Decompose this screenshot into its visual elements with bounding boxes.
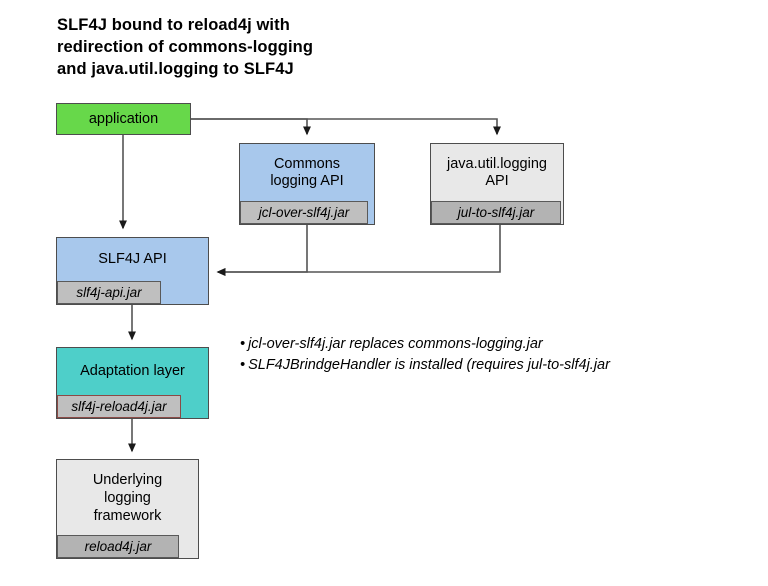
node-adaptation-layer-label: Adaptation layer bbox=[80, 363, 185, 379]
node-application[interactable]: application bbox=[56, 103, 191, 135]
arrow-application-to-commons bbox=[191, 118, 311, 136]
bullet-icon: • bbox=[240, 336, 246, 352]
jar-slf4j-reload4j: slf4j-reload4j.jar bbox=[57, 395, 181, 418]
note-item: •SLF4JBrindgeHandler is installed (requi… bbox=[240, 355, 768, 376]
arrow-commons-to-slf4j bbox=[216, 225, 308, 276]
node-slf4j-api[interactable]: SLF4J API slf4j-api.jar bbox=[56, 237, 209, 305]
arrow-jul-to-slf4j bbox=[216, 225, 501, 276]
node-slf4j-api-label: SLF4J API bbox=[98, 251, 167, 267]
node-underlying-logging-framework[interactable]: Underlying logging framework reload4j.ja… bbox=[56, 459, 199, 559]
note-item-text: jcl-over-slf4j.jar replaces commons-logg… bbox=[248, 336, 543, 352]
node-commons-logging-api-label: Commons logging API bbox=[270, 155, 344, 189]
note-item: •jcl-over-slf4j.jar replaces commons-log… bbox=[240, 334, 768, 355]
bullet-icon: • bbox=[240, 357, 246, 373]
jar-slf4j-api: slf4j-api.jar bbox=[57, 281, 161, 304]
notes-list: •jcl-over-slf4j.jar replaces commons-log… bbox=[240, 334, 768, 376]
arrow-application-to-jul bbox=[191, 118, 501, 136]
node-underlying-logging-framework-label: Underlying logging framework bbox=[92, 471, 163, 524]
node-java-util-logging-api[interactable]: java.util.logging API jul-to-slf4j.jar bbox=[430, 143, 564, 225]
jar-reload4j: reload4j.jar bbox=[57, 535, 179, 558]
node-application-label: application bbox=[88, 110, 159, 127]
node-java-util-logging-api-label: java.util.logging API bbox=[447, 155, 547, 189]
jar-jul-to-slf4j: jul-to-slf4j.jar bbox=[431, 201, 561, 224]
node-commons-logging-api[interactable]: Commons logging API jcl-over-slf4j.jar bbox=[239, 143, 375, 225]
jar-jcl-over-slf4j: jcl-over-slf4j.jar bbox=[240, 201, 368, 224]
node-adaptation-layer[interactable]: Adaptation layer slf4j-reload4j.jar bbox=[56, 347, 209, 419]
diagram-title: SLF4J bound to reload4j with redirection… bbox=[57, 16, 314, 78]
note-item-text: SLF4JBrindgeHandler is installed (requir… bbox=[248, 357, 610, 373]
